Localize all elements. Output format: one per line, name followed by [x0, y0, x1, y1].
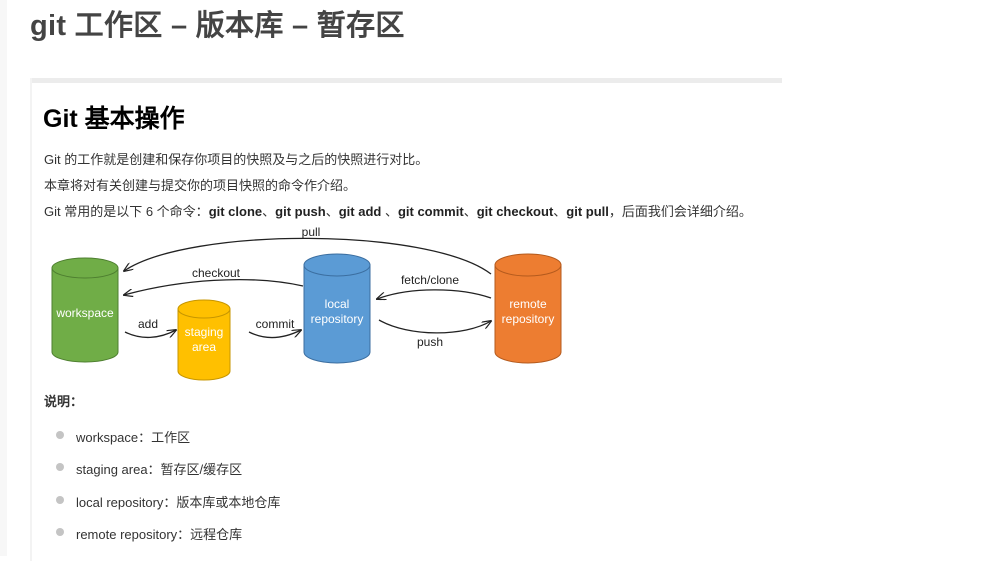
remote-top — [494, 253, 562, 277]
definition-staging-area: staging area：暂存区/缓存区 — [76, 462, 243, 477]
intro-paragraph-2: 本章将对有关创建与提交你的项目快照的命令作介绍。 — [44, 178, 357, 193]
definition-local-repository: local repository：版本库或本地仓库 — [76, 495, 281, 510]
remote-label-line2: repository — [502, 312, 555, 326]
left-margin-strip — [0, 0, 7, 556]
commands-prefix: Git 常用的是以下 6 个命令： — [44, 204, 209, 219]
separator: 、 — [553, 204, 567, 219]
section-heading: Git 基本操作 — [43, 105, 185, 133]
fetch-clone-label: fetch/clone — [401, 273, 459, 287]
workspace-top — [51, 257, 119, 279]
commands-suffix: ，后面我们会详细介绍。 — [608, 204, 752, 219]
bullet-icon — [56, 496, 64, 504]
local-label-line2: repository — [311, 312, 364, 326]
staging-label-line1: staging — [185, 325, 224, 339]
staging-label-line2: area — [192, 340, 216, 354]
staging-body — [177, 308, 231, 381]
separator: 、 — [262, 204, 276, 219]
page-title: git 工作区 – 版本库 – 暂存区 — [30, 10, 405, 42]
local-label-line1: local — [325, 297, 350, 311]
workspace-body — [51, 267, 119, 363]
local-repository-cylinder: local repository — [303, 253, 371, 364]
staging-top — [177, 299, 231, 319]
local-body — [303, 264, 371, 364]
checkout-arrow — [124, 278, 304, 295]
pull-arrow — [124, 237, 492, 275]
push-arrow — [378, 319, 491, 334]
commands-paragraph: Git 常用的是以下 6 个命令：git clone、git push、git … — [44, 201, 752, 220]
workspace-cylinder: workspace — [51, 257, 119, 363]
add-label: add — [138, 317, 158, 331]
remote-label-line1: remote — [509, 297, 547, 311]
separator: 、 — [381, 204, 398, 219]
intro-paragraph-1: Git 的工作就是创建和保存你项目的快照及与之后的快照进行对比。 — [44, 152, 429, 167]
fetch-clone-arrow — [377, 289, 492, 299]
commit-label: commit — [256, 317, 295, 331]
command-git-clone: git clone — [208, 204, 263, 219]
push-label: push — [417, 335, 443, 349]
definition-remote-repository: remote repository：远程仓库 — [76, 527, 243, 542]
remote-repository-cylinder: remote repository — [494, 253, 562, 364]
workspace-label: workspace — [55, 306, 114, 320]
command-git-checkout: git checkout — [476, 204, 554, 219]
staging-area-cylinder: staging area — [177, 299, 231, 381]
bullet-icon — [56, 528, 64, 536]
notes-heading: 说明： — [44, 394, 84, 409]
bullet-icon — [56, 463, 64, 471]
content-card: Git 基本操作 Git 的工作就是创建和保存你项目的快照及与之后的快照进行对比… — [32, 78, 782, 561]
separator: 、 — [325, 204, 339, 219]
command-git-add: git add — [338, 204, 382, 219]
bullet-icon — [56, 431, 64, 439]
command-git-commit: git commit — [397, 204, 464, 219]
command-git-pull: git pull — [566, 204, 609, 219]
local-top — [303, 253, 371, 277]
checkout-label: checkout — [192, 266, 241, 280]
remote-body — [494, 264, 562, 364]
add-arrow — [124, 330, 176, 339]
definition-workspace: workspace：工作区 — [76, 430, 191, 445]
command-git-push: git push — [275, 204, 326, 219]
commit-arrow — [248, 330, 301, 339]
pull-label: pull — [302, 225, 321, 239]
separator: 、 — [463, 204, 477, 219]
git-workflow-diagram: pull checkout fetch/clone add commit pus… — [51, 225, 562, 381]
